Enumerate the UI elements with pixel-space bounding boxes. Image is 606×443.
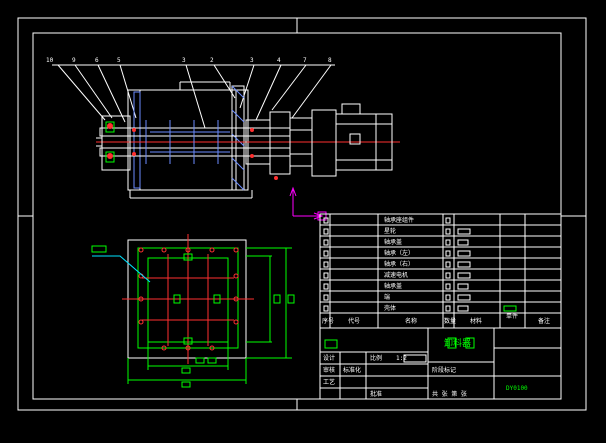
parts-list-grid (320, 214, 561, 329)
balloon-3: 6 (95, 57, 99, 64)
header-material: 材料 (470, 317, 482, 325)
balloon-1: 10 (46, 57, 54, 64)
ucs-axis-icon (289, 186, 327, 221)
stage-label: 阶段标记 (432, 366, 456, 374)
drawing-title: 卸料器 (444, 337, 471, 349)
gear-motor (311, 103, 393, 177)
parts-row-5: 轴承（右） (384, 260, 414, 268)
header-weight: 单件 (506, 312, 518, 320)
parts-row-7: 轴承盖 (384, 282, 402, 290)
design-label: 设计 (323, 354, 335, 362)
scale-value: 1:2 (396, 355, 407, 362)
section-view-feeder[interactable]: 10 9 6 5 3 2 3 4 7 8 (46, 57, 400, 221)
check-label: 审核 (323, 366, 335, 374)
parts-row-3: 轴承盖 (384, 238, 402, 246)
balloon-8: 4 (277, 57, 281, 64)
balloon-9: 7 (303, 57, 307, 64)
header-quantity: 数量 (444, 317, 456, 325)
balloon-4: 5 (117, 57, 121, 64)
header-code: 代号 (348, 317, 360, 325)
valve-housing (127, 81, 253, 199)
title-block-lower: 设计 审核 标准化 工艺 批准 比例 1:2 阶段标记 共 张 第 张 卸料器 … (320, 328, 561, 399)
balloon-7: 3 (250, 57, 254, 64)
header-remark: 备注 (538, 317, 550, 325)
balloon-labels: 10 9 6 5 3 2 3 4 7 8 (46, 57, 332, 64)
plan-view-flange[interactable] (91, 234, 295, 388)
parts-row-2: 星轮 (384, 227, 396, 235)
right-bearing-assembly (245, 111, 313, 180)
balloon-2: 9 (72, 57, 76, 64)
balloon-5: 3 (182, 57, 186, 64)
parts-row-1: 轴承座组件 (384, 216, 414, 224)
parts-row-6: 减速电机 (384, 271, 408, 279)
parts-row-9: 壳体 (384, 304, 396, 312)
std-label: 标准化 (343, 366, 361, 374)
parts-list-header: 序号 代号 名称 数量 材料 单件 备注 (322, 312, 550, 325)
balloon-6: 2 (210, 57, 214, 64)
scale-label: 比例 (370, 354, 382, 362)
left-bearing-assembly (96, 115, 136, 171)
approve-label: 批准 (370, 390, 382, 398)
title-block[interactable]: 轴承座组件 星轮 轴承盖 轴承（左） 轴承（右） 减速电机 轴承盖 端 壳体 (319, 213, 562, 400)
parts-row-4: 轴承（左） (384, 249, 414, 257)
dimension-lines (127, 247, 295, 388)
parts-list-rows: 轴承座组件 星轮 轴承盖 轴承（左） 轴承（右） 减速电机 轴承盖 端 壳体 (323, 216, 517, 312)
process-label: 工艺 (323, 378, 335, 386)
parts-row-8: 端 (384, 293, 390, 301)
drawing-number: DY0100 (506, 385, 528, 392)
header-name: 名称 (405, 317, 417, 325)
header-number: 序号 (322, 317, 334, 325)
balloon-10: 8 (328, 57, 332, 64)
sheet-label: 共 张 第 张 (432, 390, 467, 398)
callout-note (91, 245, 151, 283)
